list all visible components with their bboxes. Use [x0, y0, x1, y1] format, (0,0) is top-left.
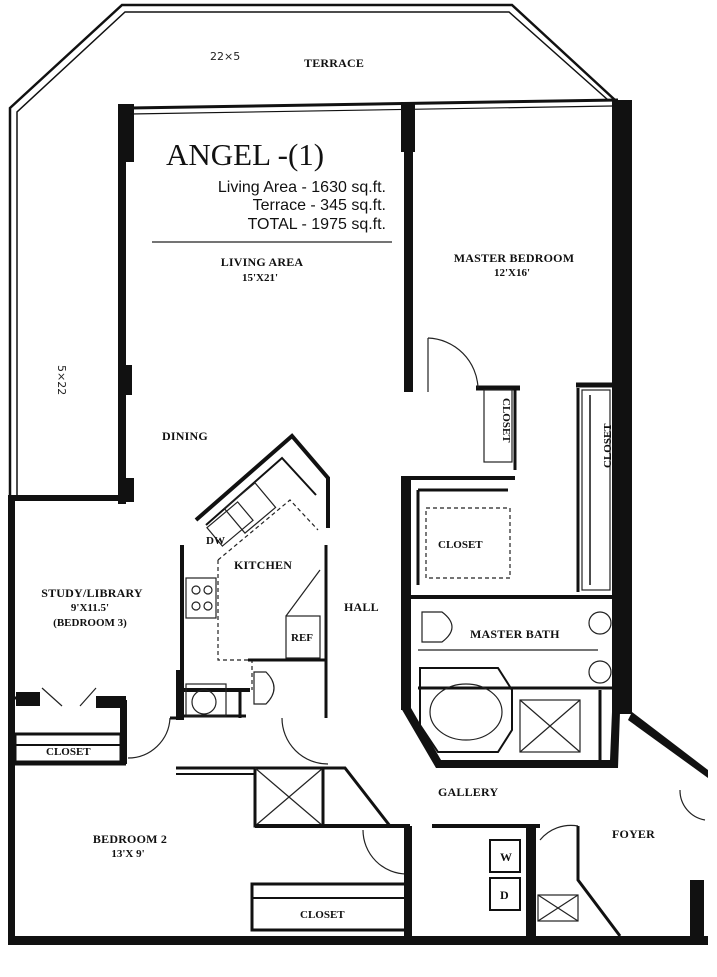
label-master-bath: MASTER BATH [470, 627, 560, 641]
label-gallery: GALLERY [438, 785, 498, 799]
label-closet-study: CLOSET [46, 746, 91, 758]
label-foyer: FOYER [612, 827, 655, 841]
label-dryer: D [500, 888, 509, 902]
label-study: STUDY/LIBRARY [41, 586, 143, 600]
label-living-area: LIVING AREA [221, 255, 304, 269]
label-closet-bedroom2: CLOSET [300, 909, 345, 921]
label-master-bedroom-dim: 12'X16' [494, 267, 530, 279]
label-terrace: TERRACE [304, 56, 364, 70]
label-bedroom2-dim: 13'X 9' [111, 848, 144, 860]
label-kitchen: KITCHEN [234, 558, 292, 572]
label-closet-master-long: CLOSET [602, 423, 614, 468]
study-walls [13, 687, 184, 766]
total-sqft: TOTAL - 1975 sq.ft. [248, 216, 386, 233]
label-washer: W [500, 850, 512, 864]
terrace-sqft: Terrace - 345 sq.ft. [253, 197, 386, 214]
label-dw: DW [206, 535, 225, 547]
exterior-walls [8, 98, 708, 945]
terrace-top-note: 22×5 [210, 50, 240, 63]
bedroom2-walls [176, 717, 412, 936]
kitchen-walls [176, 433, 330, 718]
label-closet-master-small: CLOSET [500, 398, 512, 443]
plan-title: ANGEL -(1) [166, 137, 324, 172]
label-master-bedroom: MASTER BEDROOM [454, 251, 574, 265]
label-study-note: (BEDROOM 3) [53, 617, 127, 629]
label-study-dim: 9'X11.5' [71, 602, 109, 614]
master-bedroom-walls [401, 110, 620, 768]
label-bedroom2: BEDROOM 2 [93, 832, 167, 846]
label-hall: HALL [344, 600, 379, 614]
master-bath-fixtures [418, 611, 612, 753]
laundry-foyer [432, 789, 706, 937]
label-ref: REF [291, 632, 313, 644]
label-closet-master-walkin: CLOSET [438, 539, 483, 551]
hall-bath [176, 658, 326, 720]
living-area-sqft: Living Area - 1630 sq.ft. [218, 179, 386, 196]
terrace-outline [8, 3, 616, 498]
terrace-side-note: 5×22 [55, 365, 68, 395]
label-dining: DINING [162, 429, 208, 443]
label-living-area-dim: 15'X21' [242, 272, 278, 284]
